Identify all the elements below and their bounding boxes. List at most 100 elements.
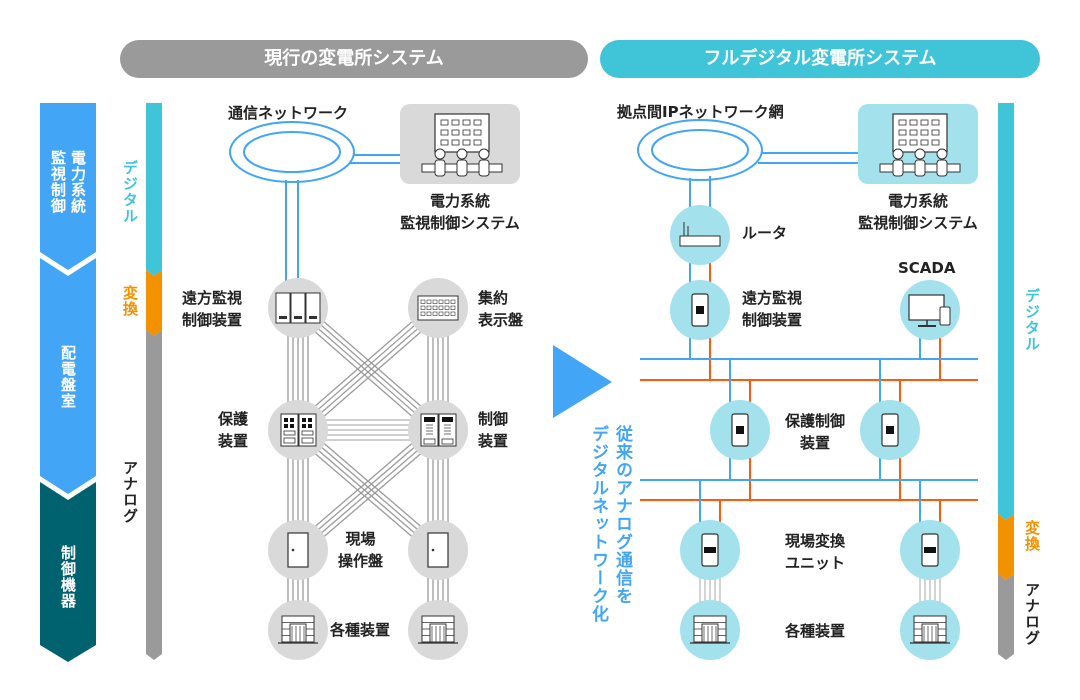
cabinet-vent — [309, 316, 317, 319]
display-cell — [426, 299, 432, 304]
person-body-icon — [936, 159, 948, 177]
label-control-device: 制御装置 — [478, 410, 509, 450]
person-head-icon — [914, 148, 926, 160]
label-convert-left: 変換 — [121, 285, 139, 317]
indicator — [308, 418, 312, 422]
cabinet-icon — [275, 292, 291, 324]
screen-cell — [909, 139, 918, 146]
equipment-icon-core — [289, 623, 307, 643]
screen-cell — [909, 119, 918, 126]
label-remote-control-current: 遠方監視制御装置 — [182, 289, 243, 329]
door-icon — [287, 532, 309, 568]
network-ring-digital-inner — [651, 129, 749, 171]
label-scada: SCADA — [898, 259, 956, 277]
label-scada-system-current: 電力系統監視制御システム — [400, 192, 520, 232]
label-digital-right: デジタル — [1023, 288, 1041, 352]
equipment-icon-core — [701, 623, 719, 643]
label-devices-current: 各種装置 — [330, 621, 391, 639]
screen-cell — [920, 139, 929, 146]
slot — [301, 437, 314, 444]
person-head-icon — [892, 148, 904, 160]
label-ip-network: 拠点間IPネットワーク網 — [617, 103, 784, 121]
screen-cell — [451, 119, 460, 126]
transition-arrow — [553, 345, 612, 418]
person-body-icon — [892, 159, 904, 177]
analog-wire-bundle-cross — [296, 305, 437, 429]
screen-cell — [909, 129, 918, 136]
display-cell — [444, 311, 450, 316]
label-field-panel: 現場操作盤 — [338, 530, 384, 570]
screen-cell — [920, 129, 929, 136]
signal-bar-left-analog — [146, 330, 162, 660]
ied-unit-icon-led — [886, 426, 894, 434]
slot — [283, 437, 296, 444]
indicator — [290, 424, 294, 428]
screen-cell — [473, 119, 482, 126]
ied-unit-icon-led — [696, 306, 704, 314]
header-current-system: 現行の変電所システム — [120, 40, 588, 78]
door-knob — [291, 548, 295, 552]
cabinet-icon — [305, 292, 321, 324]
label-protection-device: 保護装置 — [218, 410, 249, 450]
equipment-icon-core — [429, 623, 447, 643]
analog-wire-bundle-cross — [299, 305, 440, 429]
protection-cabinet-icon — [298, 413, 317, 447]
display-cell — [450, 305, 456, 310]
display-cell — [438, 299, 444, 304]
label-field-conversion-unit: 現場変換ユニット — [784, 532, 845, 572]
screen-cell — [440, 139, 449, 146]
screen-cell — [898, 119, 907, 126]
network-ring-current-inner — [243, 131, 341, 173]
equipment-icon-core — [921, 623, 939, 643]
indicator — [302, 418, 306, 422]
screen-cell — [440, 129, 449, 136]
door-knob — [431, 548, 435, 552]
analog-wire-bundle-cross — [293, 434, 435, 556]
analog-wire-bundle-cross — [301, 424, 443, 546]
label-devices-digital: 各種装置 — [784, 622, 845, 640]
analog-wire-bundle-cross — [302, 312, 443, 436]
section-label-switchboard-room: 配電盤室 — [59, 345, 77, 409]
person-head-icon — [478, 148, 490, 160]
indicator — [424, 417, 435, 422]
label-analog-right: アナログ — [1023, 582, 1041, 646]
screen-cell — [462, 119, 471, 126]
label-analog-left: アナログ — [121, 460, 139, 524]
cabinet-vent — [294, 316, 302, 319]
transition-text: 従来のアナログ通信をデジタルネットワーク化 — [588, 425, 632, 623]
section-arrow-monitoring — [40, 103, 96, 270]
person-head-icon — [456, 148, 468, 160]
analog-wire-bundle-cross — [296, 431, 437, 553]
label-scada-system-digital: 電力系統監視制御システム — [858, 192, 978, 232]
signal-bar-left-digital — [146, 103, 162, 276]
display-cell — [420, 299, 426, 304]
slot — [283, 430, 296, 436]
signal-bar-right-analog — [998, 574, 1014, 660]
section-label-control-equipment: 制御機器 — [59, 545, 77, 609]
display-cell — [420, 311, 426, 316]
ied-unit-icon-led — [736, 426, 744, 434]
tablet-icon — [939, 306, 951, 326]
screen-cell — [920, 119, 929, 126]
label-convert-right: 変換 — [1023, 520, 1041, 552]
header-digital-system: フルデジタル変電所システム — [600, 40, 1040, 78]
analog-wire-bundle-cross — [296, 427, 437, 549]
screen-cell — [931, 139, 940, 146]
analog-wire-bundle-cross — [302, 302, 443, 426]
screen-cell — [451, 139, 460, 146]
door-icon — [427, 532, 449, 568]
slot — [301, 430, 314, 436]
node-router — [670, 205, 730, 265]
label-digital-left: デジタル — [121, 160, 139, 224]
screen-cell — [931, 119, 940, 126]
display-cell — [438, 305, 444, 310]
indicator — [442, 417, 453, 422]
merging-unit-icon-led — [924, 547, 936, 553]
cabinet-vent — [279, 316, 287, 319]
display-cell — [450, 299, 456, 304]
analog-wire-bundle-cross — [296, 309, 437, 433]
slot — [441, 438, 454, 445]
display-cell — [432, 299, 438, 304]
